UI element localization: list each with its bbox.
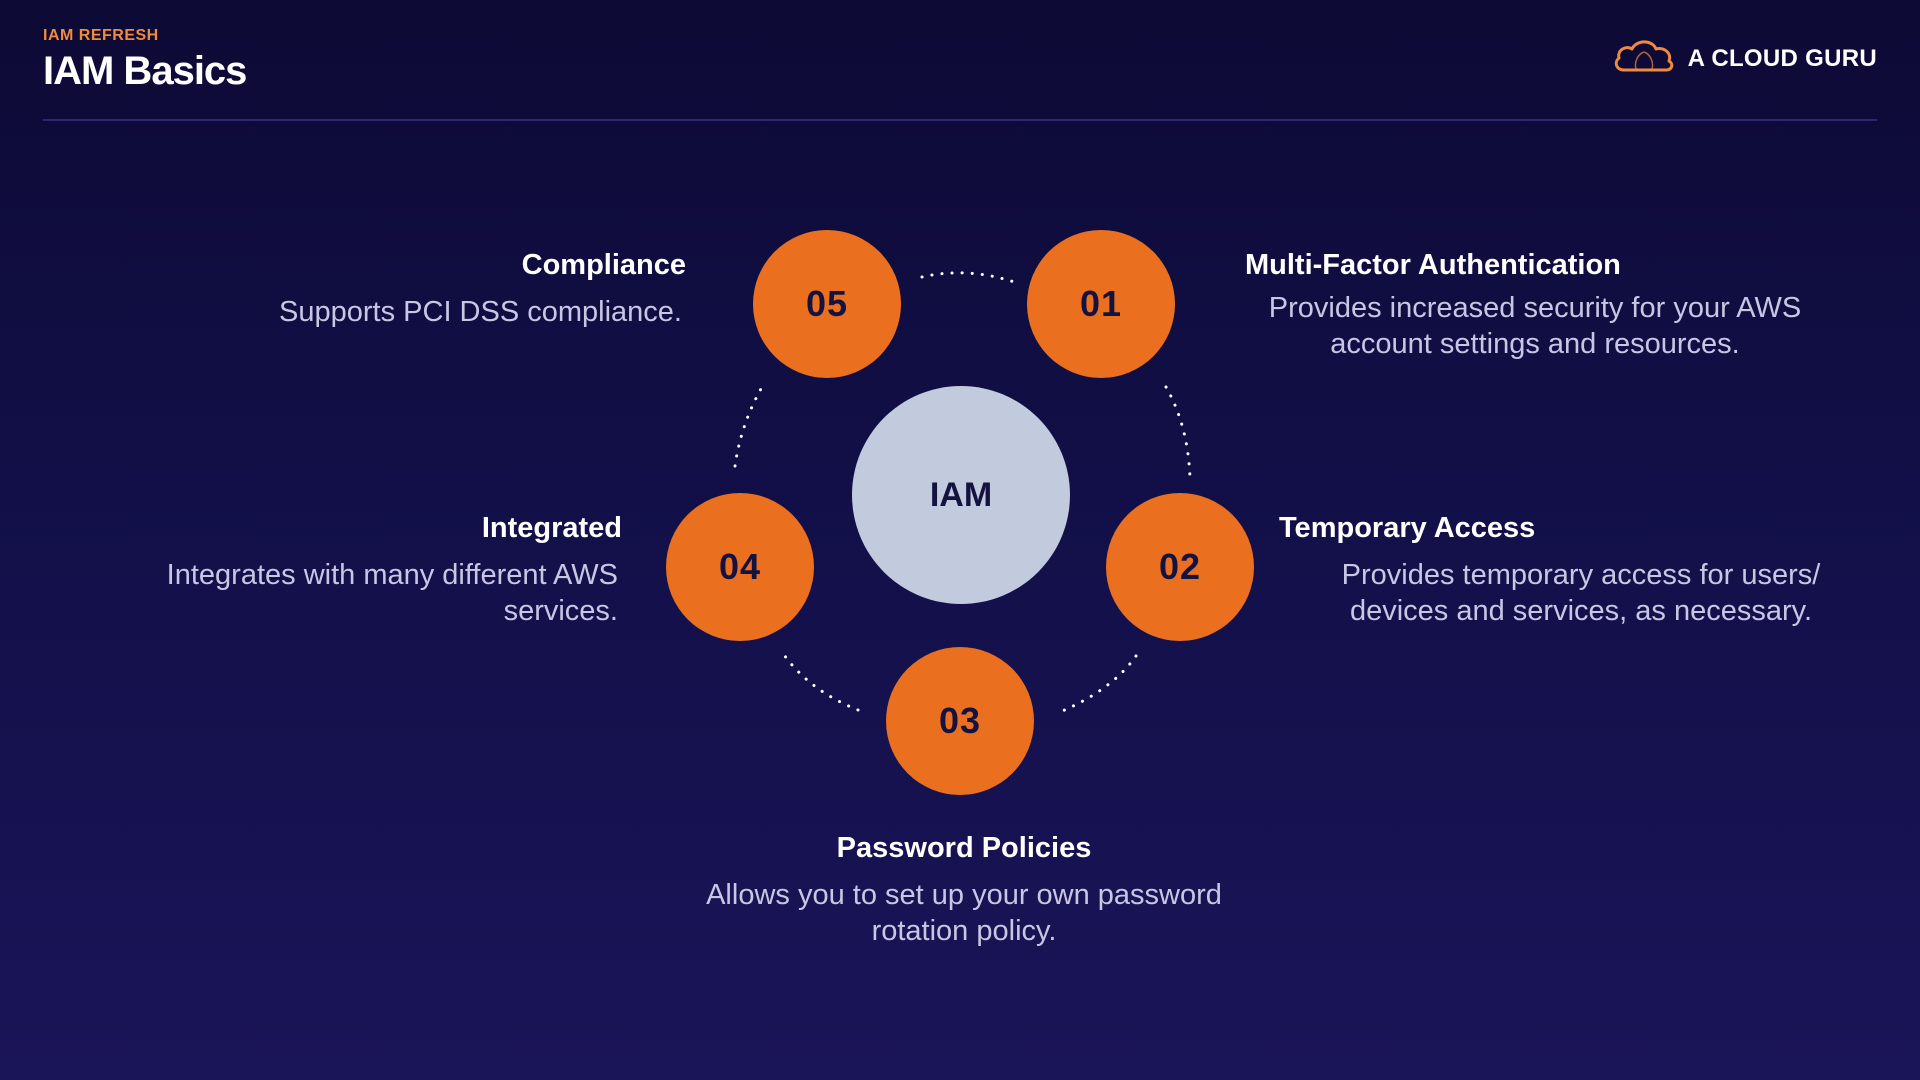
feature-description: Integrates with many different AWS servi… [166,559,618,627]
node-number: 05 [805,283,849,324]
header-divider [43,119,1877,121]
feature-description: Provides temporary access for users/ dev… [1341,559,1821,627]
slide-title: IAM Basics [43,49,247,93]
feature-title: Multi-Factor Authentication [1245,249,1621,281]
cloud-logo-icon [1612,36,1676,81]
node-number: 02 [1158,546,1202,587]
brand-name: A CLOUD GURU [1687,44,1877,72]
feature-compliance: Compliance Supports PCI DSS compliance. [240,249,686,330]
feature-title: Compliance [521,249,686,281]
node-number: 04 [718,546,762,587]
feature-password-policies: Password Policies Allows you to set up y… [664,832,1264,949]
connector-02-03 [1058,654,1138,714]
node-01: 01 [1027,230,1175,378]
connector-01-02 [1164,385,1192,480]
node-number: 01 [1079,283,1123,324]
iam-center-circle: IAM [852,386,1070,604]
feature-title: Temporary Access [1279,512,1536,544]
iam-center-label: IAM [929,475,993,514]
feature-mfa: Multi-Factor Authentication Provides inc… [1245,249,1825,362]
feature-temporary-access: Temporary Access Provides temporary acce… [1279,512,1871,629]
node-02: 02 [1106,493,1254,641]
node-number: 03 [938,700,982,741]
node-05: 05 [753,230,901,378]
feature-title: Password Policies [836,832,1092,864]
connector-04-05 [733,385,764,468]
connector-05-01 [920,271,1022,286]
feature-integrated: Integrated Integrates with many differen… [120,512,622,629]
feature-description: Allows you to set up your own password r… [706,879,1222,947]
connector-03-04 [780,650,860,712]
feature-description: Provides increased security for your AWS… [1268,292,1802,360]
node-03: 03 [886,647,1034,795]
slide-header: IAM REFRESH IAM Basics [43,27,247,94]
feature-description: Supports PCI DSS compliance. [279,296,682,328]
feature-title: Integrated [481,512,622,544]
section-eyebrow: IAM REFRESH [43,27,159,44]
brand-logo: A CLOUD GURU [1612,36,1877,81]
node-04: 04 [666,493,814,641]
